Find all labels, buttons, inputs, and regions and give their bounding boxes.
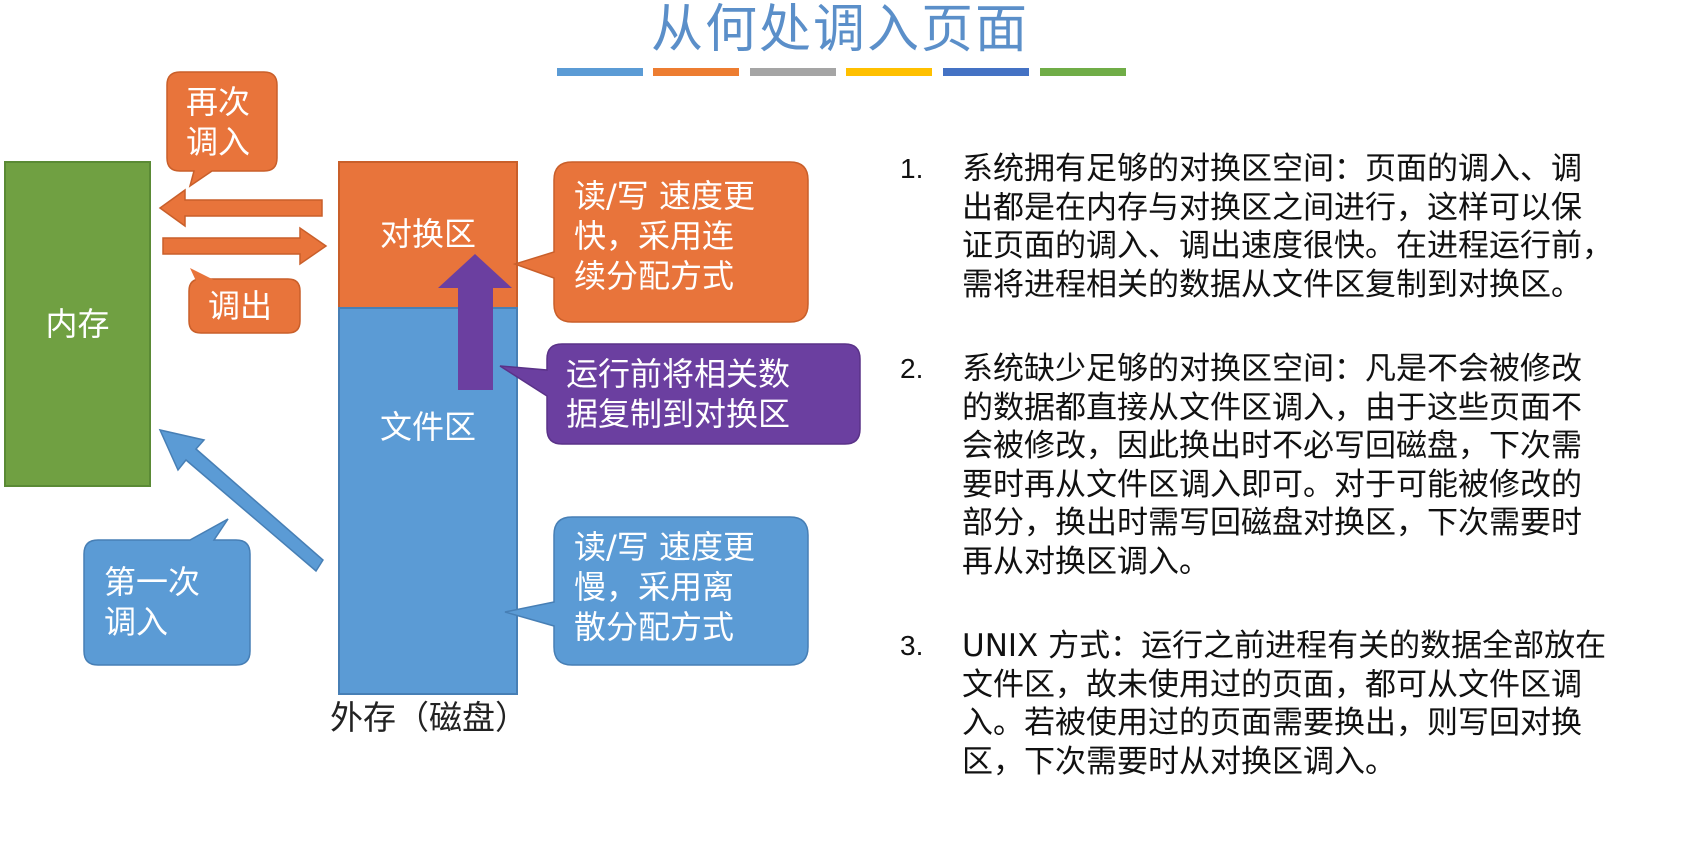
- color-bar-4: [846, 68, 932, 76]
- list-item-number: 3.: [900, 630, 924, 661]
- color-bar-3: [750, 68, 836, 76]
- callout-reload-bubble: [166, 71, 278, 188]
- page-title: 从何处调入页面: [650, 0, 1029, 60]
- callout-out-text: 调出: [208, 287, 273, 325]
- callout-first-text: 第一次 调入: [104, 563, 201, 641]
- list-item-text: 系统缺少足够的对换区空间：凡是不会被修改 的数据都直接从文件区调入，由于这些页面…: [962, 351, 1582, 580]
- list-item: 2. 系统缺少足够的对换区空间：凡是不会被修改 的数据都直接从文件区调入，由于这…: [900, 350, 1680, 581]
- copy-up-arrow: [438, 254, 512, 390]
- callout-swap-speed-text: 读/写 速度更 快，采用连 续分配方式: [574, 177, 755, 295]
- callout-swap-speed-bubble: [512, 161, 809, 323]
- memory-disk-diagram: 内存 对换区 文件区 再次 调入 调出 读/写 速度更 快，采用连 续分配方式 …: [4, 71, 861, 737]
- color-bar-6: [1040, 68, 1126, 76]
- memory-label: 内存: [45, 305, 110, 343]
- callout-out-bubble: [188, 278, 301, 334]
- strategy-list: 1. 系统拥有足够的对换区空间：页面的调入、调 出都是在内存与对换区之间进行，这…: [900, 150, 1680, 827]
- list-item-number: 2.: [900, 353, 924, 384]
- swap-out-arrow: [162, 226, 328, 266]
- callout-file-speed-text: 读/写 速度更 慢，采用离 散分配方式: [574, 528, 755, 646]
- callout-first-bubble: [83, 518, 251, 666]
- memory-block: [4, 161, 151, 487]
- callout-file-speed-bubble: [504, 516, 809, 666]
- color-bar-5: [943, 68, 1029, 76]
- swap-label-wrap: 对换区: [339, 215, 517, 255]
- memory-label-wrap: 内存: [5, 305, 150, 345]
- list-item-number: 1.: [900, 153, 924, 184]
- list-item: 1. 系统拥有足够的对换区空间：页面的调入、调 出都是在内存与对换区之间进行，这…: [900, 150, 1680, 304]
- swap-area-label: 对换区: [379, 215, 476, 253]
- file-area-label: 文件区: [379, 408, 476, 446]
- callout-copy-bubble: [499, 343, 861, 445]
- list-item-text: UNIX 方式：运行之前进程有关的数据全部放在 文件区，故未使用过的页面，都可从…: [962, 628, 1607, 780]
- first-load-arrow: [158, 428, 324, 573]
- color-bar-1: [557, 68, 643, 76]
- callout-reload-text: 再次 调入: [186, 83, 251, 161]
- callout-copy-text: 运行前将相关数 据复制到对换区: [566, 355, 791, 433]
- disk-caption: 外存（磁盘）: [330, 698, 528, 737]
- color-bar-2: [653, 68, 739, 76]
- reload-arrow: [158, 188, 323, 228]
- file-label-wrap: 文件区: [339, 408, 517, 448]
- list-item-text: 系统拥有足够的对换区空间：页面的调入、调 出都是在内存与对换区之间进行，这样可以…: [962, 151, 1613, 303]
- list-item: 3. UNIX 方式：运行之前进程有关的数据全部放在 文件区，故未使用过的页面，…: [900, 627, 1680, 781]
- diagram-shapes: [4, 71, 861, 695]
